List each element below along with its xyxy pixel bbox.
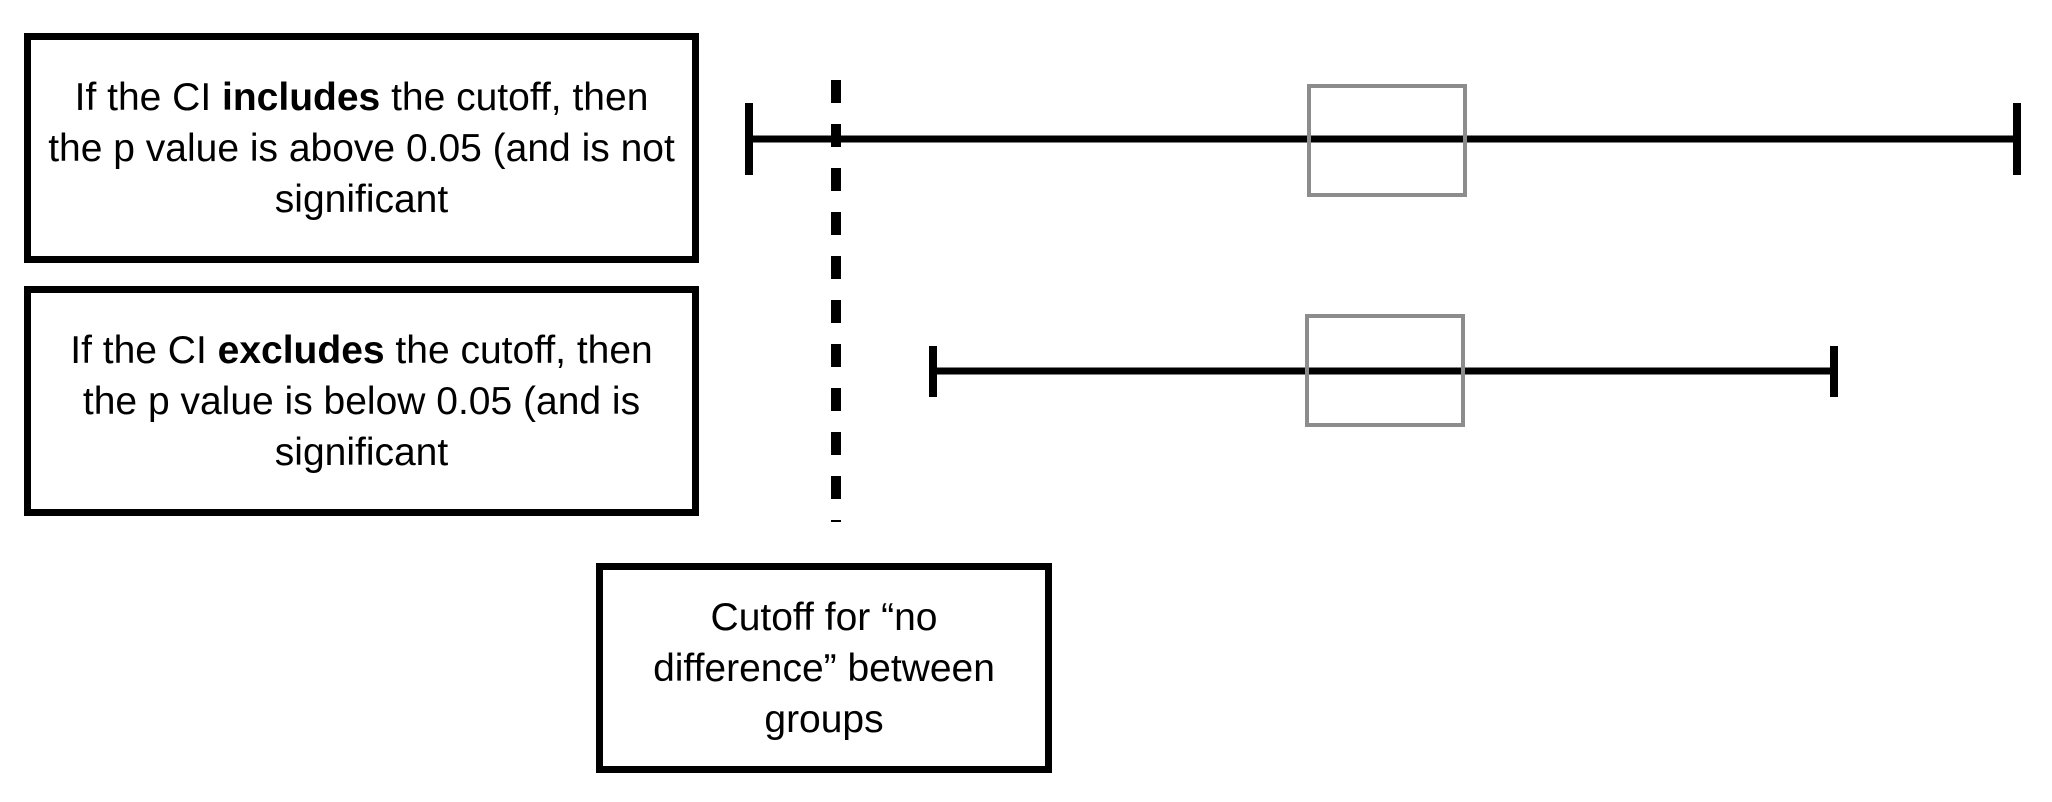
excludes-explanation-box: If the CI excludes the cutoff, then the … <box>24 286 699 516</box>
includes-explanation-box: If the CI includes the cutoff, then the … <box>24 33 699 263</box>
includes-text-before: If the CI <box>74 75 223 119</box>
excludes-text-after: the cutoff, then the p value is below 0.… <box>82 328 653 474</box>
cutoff-label-box: Cutoff for “no difference” between group… <box>596 563 1052 773</box>
includes-emphasis: includes <box>222 75 381 119</box>
excludes-emphasis: excludes <box>217 328 385 372</box>
ci-includes-estimate-box <box>1307 84 1467 197</box>
cutoff-label-text: Cutoff for “no difference” between group… <box>653 595 995 741</box>
ci-excludes-estimate-box <box>1305 314 1465 427</box>
ci-excludes <box>929 314 1838 427</box>
includes-text-after: the cutoff, then the p value is above 0.… <box>48 75 675 221</box>
excludes-text-before: If the CI <box>70 328 218 372</box>
excludes-explanation-text: If the CI excludes the cutoff, then the … <box>45 325 678 478</box>
includes-explanation-text: If the CI includes the cutoff, then the … <box>45 72 678 225</box>
ci-includes <box>745 84 2021 197</box>
